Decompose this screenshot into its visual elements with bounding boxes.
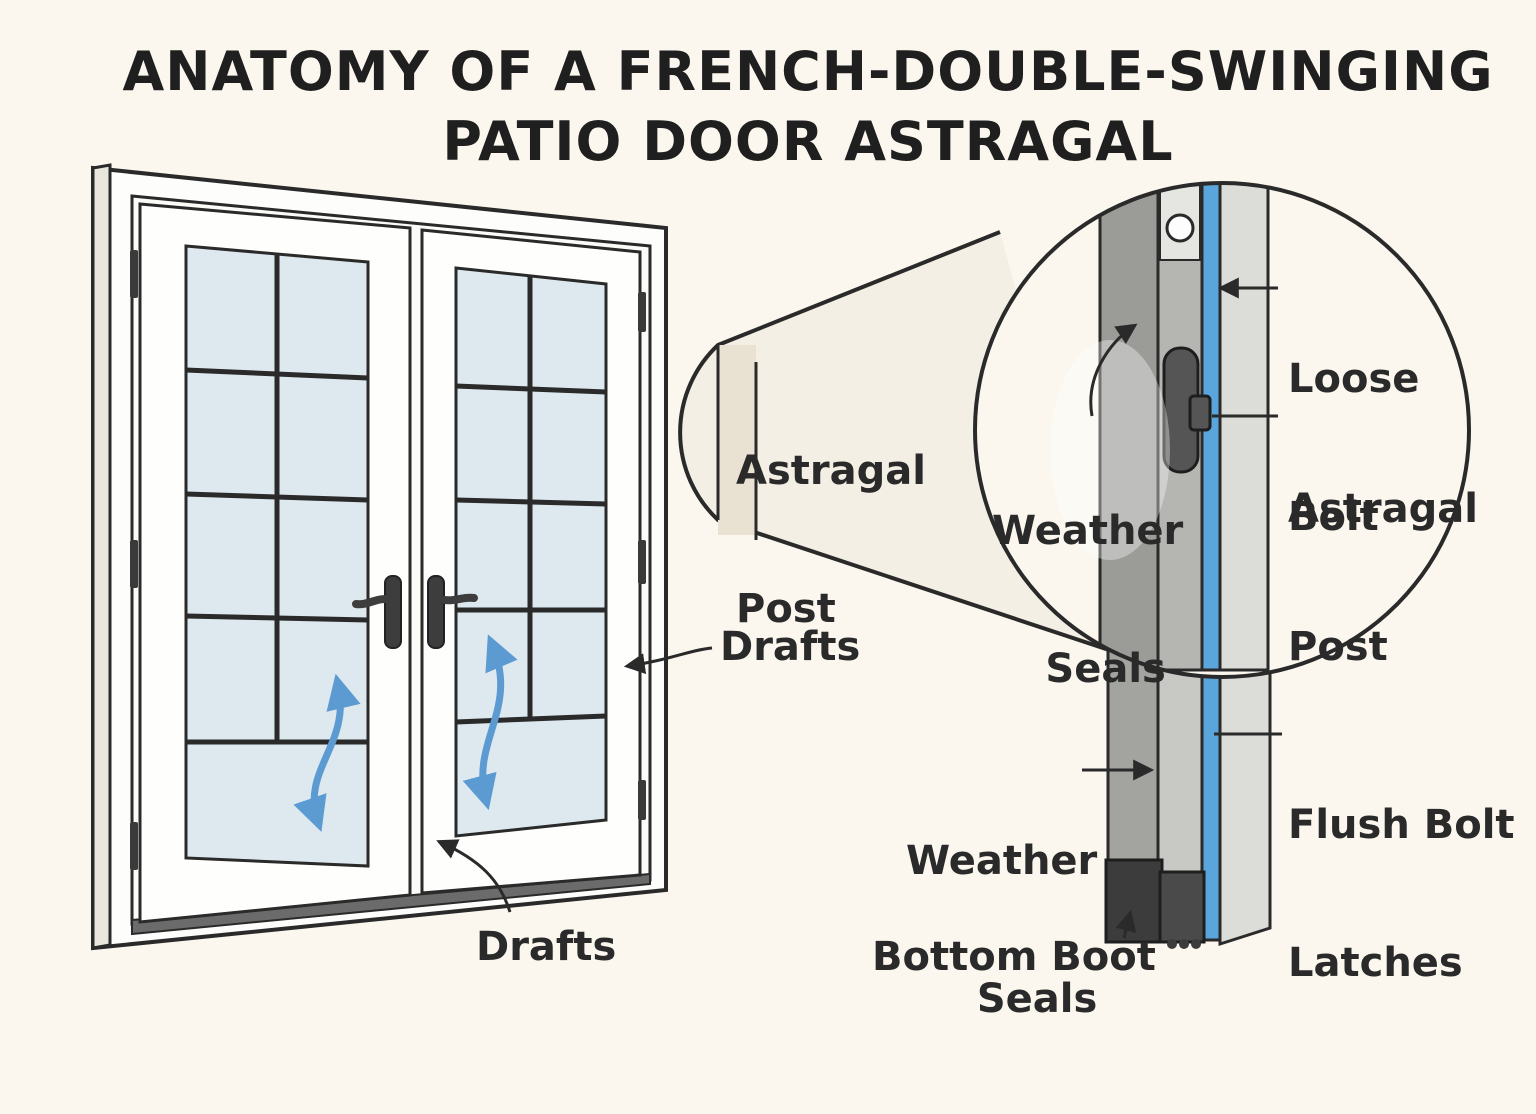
- leader-arrow-icon: [1082, 277, 1282, 939]
- label-flush-bolt-latches: Flush Bolt Latches: [1288, 802, 1515, 986]
- label-drafts-right: Drafts: [720, 624, 861, 670]
- french-door-unit: [91, 163, 668, 951]
- magnifier-circle: [973, 181, 1471, 679]
- diagram-title-line1: ANATOMY OF A FRENCH-DOUBLE-SWINGING: [122, 40, 1494, 103]
- label-astragal-post-left: Astragal Post: [736, 448, 926, 632]
- draft-arrow-icon: [293, 634, 518, 832]
- label-loose-bolt: Loose Bolt: [1288, 356, 1420, 540]
- astragal-post-detail: [973, 181, 1471, 949]
- label-weather-seals-lower: Weather Seals: [906, 838, 1098, 1022]
- door-handle-icon: [352, 575, 478, 649]
- leader-arrow-icon: [436, 646, 713, 913]
- label-weather-seals-inset: Weather Seals: [992, 508, 1184, 692]
- label-drafts-bottom: Drafts: [476, 924, 617, 970]
- label-bottom-boot: Bottom Boot: [872, 934, 1156, 980]
- diagram-canvas: ANATOMY OF A FRENCH-DOUBLE-SWINGING PATI…: [91, 40, 1515, 1022]
- door-hinge-icon: [130, 250, 646, 870]
- right-muntins: [455, 276, 607, 725]
- diagram-title-line2: PATIO DOOR ASTRAGAL: [442, 110, 1174, 173]
- diagram-graphics: [91, 163, 1471, 951]
- bottom-boot: [1104, 858, 1206, 949]
- label-astragal-post-right: Astragal Post: [1288, 486, 1478, 670]
